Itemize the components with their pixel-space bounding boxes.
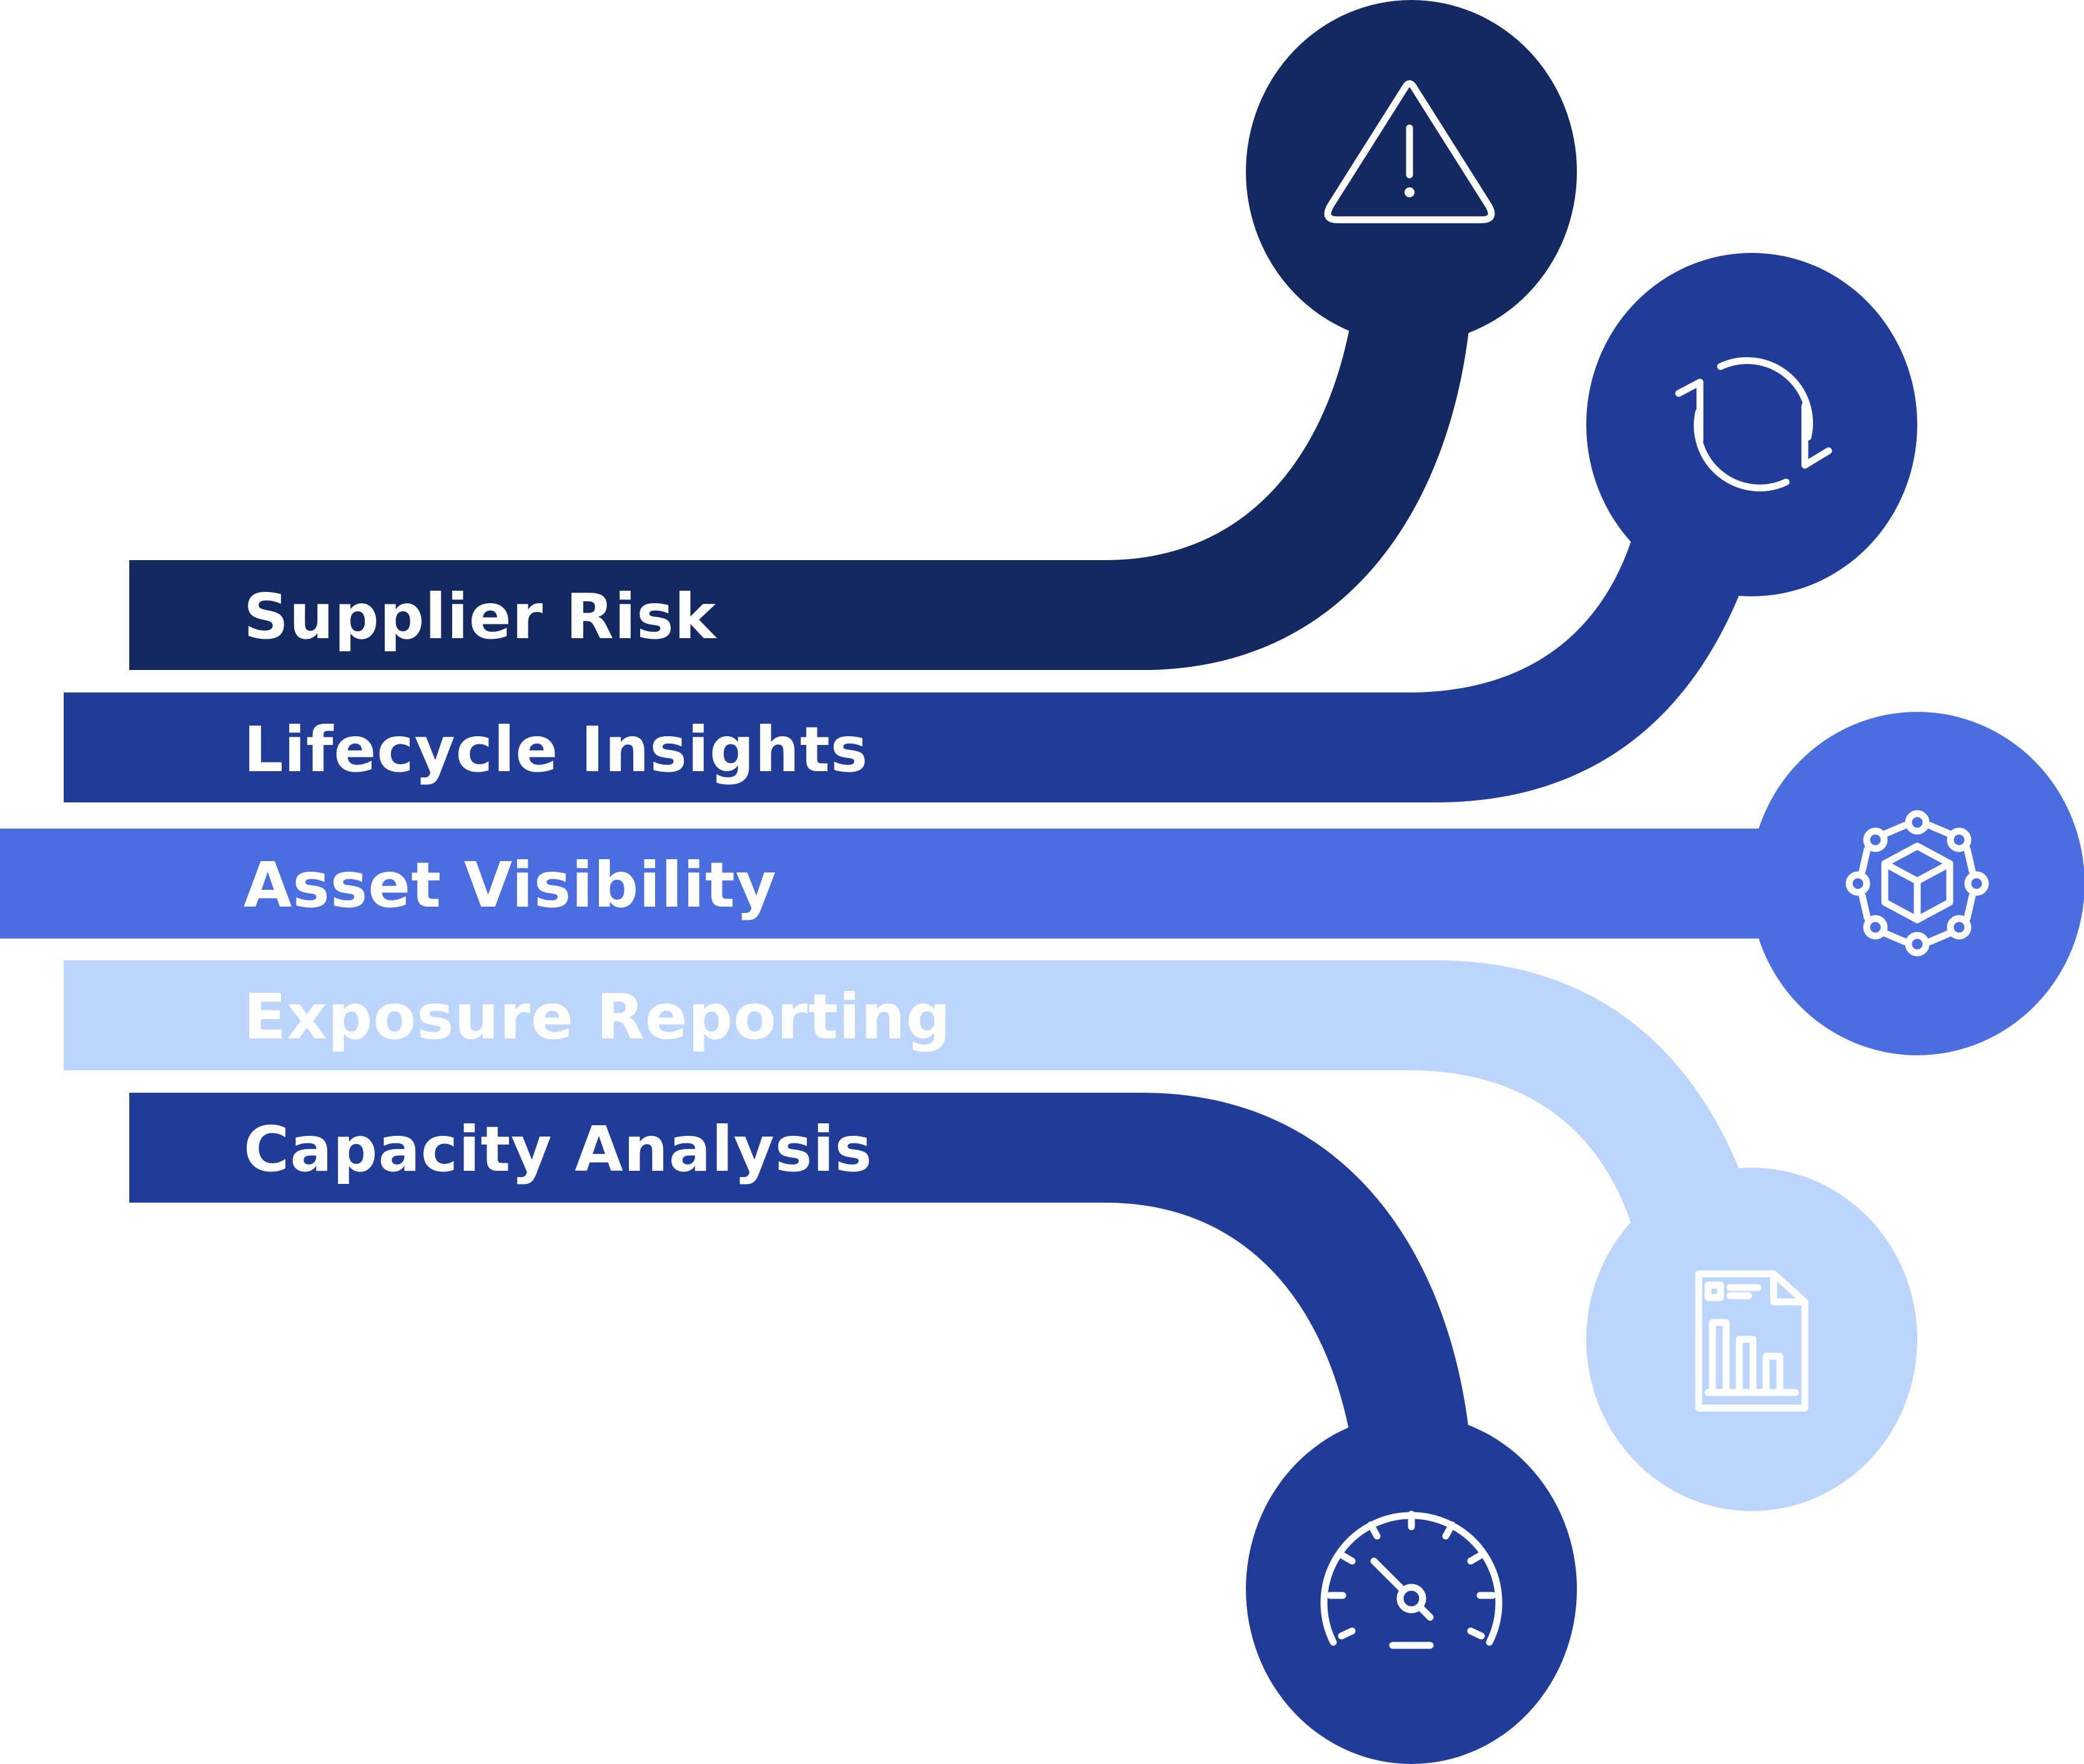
branch-lifecycle-insights-ribbon: [64, 541, 1740, 802]
branch-capacity-analysis-label: Capacity Analysis: [244, 1113, 872, 1186]
branch-asset-visibility-ribbon: [0, 829, 1767, 939]
branch-exposure-reporting-label: Exposure Reporting: [244, 980, 951, 1053]
branch-supplier-risk-label: Supplier Risk: [244, 580, 718, 653]
branch-lifecycle-insights-circle: [1586, 253, 1917, 596]
branch-capacity-analysis-ribbon: [129, 1093, 1469, 1436]
branch-supplier-risk: Supplier Risk: [129, 0, 1577, 670]
branch-asset-visibility: Asset Visibility: [0, 712, 2084, 1055]
branch-exposure-reporting-ribbon: [64, 960, 1740, 1224]
branch-lifecycle-insights-label: Lifecycle Insights: [244, 713, 868, 786]
branch-exposure-reporting: Exposure Reporting: [64, 960, 1917, 1511]
network-cube-icon: [1845, 810, 1989, 957]
refresh-cycle-icon: [1675, 357, 1832, 491]
branch-asset-visibility-label: Asset Visibility: [244, 849, 777, 922]
report-chart-icon: [1695, 1270, 1809, 1412]
branch-lifecycle-insights: Lifecycle Insights: [64, 253, 1917, 802]
warning-triangle-icon: [1324, 80, 1495, 224]
speedometer-gauge-icon: [1320, 1510, 1503, 1649]
branch-supplier-risk-ribbon: [129, 325, 1469, 670]
branch-capacity-analysis: Capacity Analysis: [129, 1093, 1577, 1764]
